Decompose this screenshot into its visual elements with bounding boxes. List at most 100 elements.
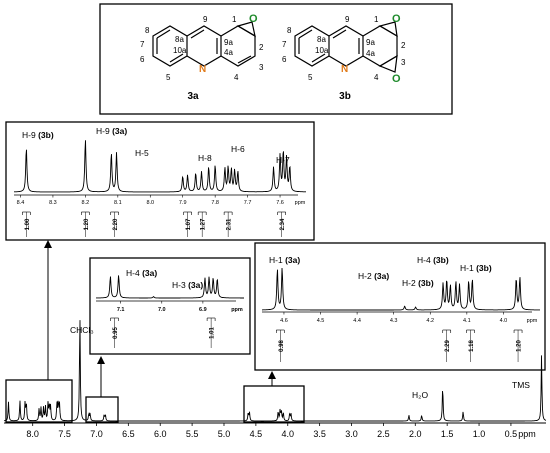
inset-x-tick-label: 8.0 xyxy=(146,200,154,206)
atom-label: 1 xyxy=(232,15,237,24)
arrow-head xyxy=(44,240,52,248)
inset-x-tick-label: 7.7 xyxy=(244,200,252,206)
atom-label: 10a xyxy=(315,46,329,55)
zoom-box-aromatic xyxy=(6,380,72,422)
inset-x-tick-label: 8.4 xyxy=(17,200,25,206)
main-x-tick-label: 5.0 xyxy=(218,429,231,439)
inset-x-tick-label: 7.6 xyxy=(276,200,284,206)
atom-label: 8 xyxy=(287,26,292,35)
atom-label: 2 xyxy=(259,43,264,52)
peak-label: H-7 xyxy=(276,155,290,165)
atom-label: 3 xyxy=(401,58,406,67)
peak-label: H-3 (3a) xyxy=(172,280,203,290)
inset-x-tick-label: 4.2 xyxy=(426,318,434,324)
zoom-box-epoxide xyxy=(244,386,304,422)
inset-x-tick-label: 8.2 xyxy=(82,200,90,206)
inset-x-tick-label: 7.8 xyxy=(211,200,219,206)
nitrogen-atom: N xyxy=(199,64,206,75)
nitrogen-atom: N xyxy=(341,64,348,75)
peak-label: H-2 (3a) xyxy=(358,271,389,281)
integral-value: 1.20 xyxy=(517,340,523,352)
atom-label: 4 xyxy=(374,73,379,82)
main-x-tick-label: 1.0 xyxy=(473,429,486,439)
annotation-h2o: H₂O xyxy=(412,390,428,400)
inset-x-tick-label: 7.0 xyxy=(158,307,166,313)
atom-label: 8a xyxy=(175,35,184,44)
atom-label: 5 xyxy=(166,73,171,82)
main-x-tick-label: 5.5 xyxy=(186,429,199,439)
integral-value: 0.95 xyxy=(113,327,119,339)
atom-label: 9a xyxy=(366,38,375,47)
compound-label-3a: 3a xyxy=(187,91,199,102)
main-x-tick-label: 7.5 xyxy=(58,429,71,439)
peak-label: H-1 (3a) xyxy=(269,255,300,265)
atom-label: 5 xyxy=(308,73,313,82)
atom-label: 4 xyxy=(234,73,239,82)
integral-value: 1.18 xyxy=(469,340,475,352)
arrow-head xyxy=(268,371,276,379)
integral-value: 2.34 xyxy=(280,218,286,230)
main-x-tick-label: 6.5 xyxy=(122,429,135,439)
peak-label: H-2 (3b) xyxy=(402,278,434,288)
main-x-tick-label: 0.5 xyxy=(505,429,518,439)
atom-label: 6 xyxy=(282,55,287,64)
inset-x-unit-label: ppm xyxy=(231,307,243,313)
integral-value: 1.20 xyxy=(84,218,90,230)
integral-value: 2.31 xyxy=(227,218,233,230)
inset-x-unit-label: ppm xyxy=(295,200,306,206)
inset-x-tick-label: 4.6 xyxy=(280,318,288,324)
main-x-tick-label: 3.0 xyxy=(345,429,358,439)
inset-x-tick-label: 4.3 xyxy=(390,318,398,324)
inset-x-tick-label: 4.5 xyxy=(317,318,325,324)
main-x-tick-label: 2.0 xyxy=(409,429,422,439)
inset-x-tick-label: 6.9 xyxy=(199,307,207,313)
annotation-chcl3: CHCl₃ xyxy=(70,325,94,335)
peak-label: H-4 (3b) xyxy=(417,255,449,265)
integral-value: 2.20 xyxy=(113,218,119,230)
inset-x-tick-label: 8.3 xyxy=(49,200,57,206)
inset-x-tick-label: 8.1 xyxy=(114,200,122,206)
peak-label: H-6 xyxy=(231,144,245,154)
inset-x-tick-label: 7.1 xyxy=(117,307,125,313)
atom-label: 1 xyxy=(374,15,379,24)
oxygen-atom: O xyxy=(392,73,401,85)
main-x-tick-label: 6.0 xyxy=(154,429,167,439)
oxygen-atom: O xyxy=(249,13,258,25)
main-x-tick-label: 3.5 xyxy=(313,429,326,439)
atom-label: 3 xyxy=(259,63,264,72)
atom-label: 4a xyxy=(366,49,375,58)
inset-x-tick-label: 4.4 xyxy=(353,318,361,324)
inset-x-tick-label: 7.9 xyxy=(179,200,187,206)
atom-label: 7 xyxy=(282,40,287,49)
atom-label: 6 xyxy=(140,55,145,64)
peak-label: H-8 xyxy=(198,153,212,163)
arrow-head xyxy=(97,356,105,364)
inset-x-tick-label: 4.1 xyxy=(463,318,471,324)
integral-value: 0.98 xyxy=(279,340,285,352)
main-x-tick-label: 2.5 xyxy=(377,429,390,439)
main-x-tick-label: 4.5 xyxy=(250,429,263,439)
inset-x-tick-label: 4.0 xyxy=(500,318,508,324)
main-x-unit-label: ppm xyxy=(518,429,536,439)
atom-label: 9 xyxy=(203,15,208,24)
atom-label: 7 xyxy=(140,40,145,49)
main-x-tick-label: 4.0 xyxy=(281,429,294,439)
atom-label: 9 xyxy=(345,15,350,24)
main-x-tick-label: 8.0 xyxy=(26,429,39,439)
main-x-tick-label: 1.5 xyxy=(441,429,454,439)
atom-label: 9a xyxy=(224,38,233,47)
compound-label-3b: 3b xyxy=(339,91,351,102)
integral-value: 1.27 xyxy=(201,218,207,230)
atom-label: 4a xyxy=(224,48,233,57)
atom-label: 8a xyxy=(317,35,326,44)
peak-label: H-9 (3a) xyxy=(96,126,127,136)
peak-label: H-1 (3b) xyxy=(460,263,492,273)
integral-value: 1.07 xyxy=(186,218,192,230)
integral-value: 1.00 xyxy=(25,218,31,230)
peak-label: H-4 (3a) xyxy=(126,268,157,278)
atom-label: 10a xyxy=(173,46,187,55)
integral-value: 1.01 xyxy=(210,327,216,339)
